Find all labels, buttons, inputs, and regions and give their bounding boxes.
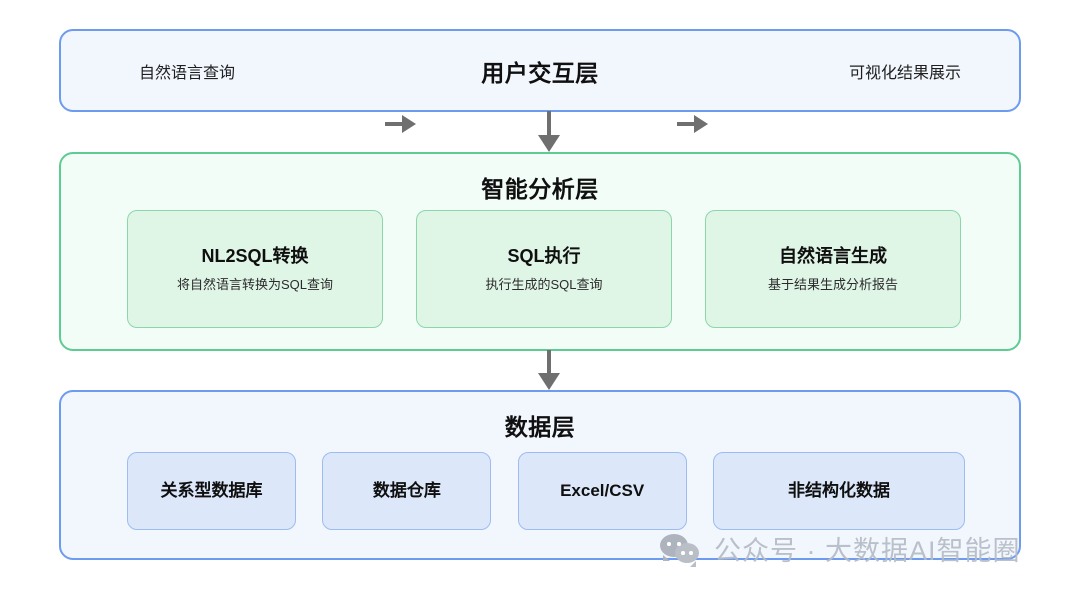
data-layer-title: 数据层 (504, 414, 576, 440)
arrow-sqlexec-to-nlgen (677, 115, 709, 133)
layer-user-interaction: 自然语言查询 用户交互层 可视化结果展示 (59, 29, 1021, 112)
analysis-card-row: NL2SQL转换 将自然语言转换为SQL查询 SQL执行 执行生成的SQL查询 … (127, 210, 961, 328)
arrow-head-right-icon (402, 115, 416, 133)
card-unstructured-data[interactable]: 非结构化数据 (712, 452, 965, 530)
card-title: 关系型数据库 (160, 480, 263, 500)
arrow-shaft (385, 122, 403, 126)
arrow-shaft (677, 122, 695, 126)
arrow-head-down-icon (538, 135, 560, 152)
layer-intelligent-analysis: 智能分析层 NL2SQL转换 将自然语言转换为SQL查询 SQL执行 执行生成的… (59, 152, 1021, 351)
card-subtitle: 执行生成的SQL查询 (485, 276, 603, 292)
arrow-shaft (547, 111, 551, 136)
user-layer-left-label: 自然语言查询 (139, 64, 236, 82)
card-title: 非结构化数据 (787, 480, 890, 500)
card-title: SQL执行 (507, 245, 581, 266)
arrow-nl2sql-to-sqlexec (385, 115, 417, 133)
card-sql-execution[interactable]: SQL执行 执行生成的SQL查询 (416, 210, 672, 328)
analysis-layer-title: 智能分析层 (481, 176, 599, 202)
card-title: 自然语言生成 (779, 245, 887, 266)
user-layer-content: 自然语言查询 用户交互层 可视化结果展示 (61, 31, 1019, 110)
card-subtitle: 基于结果生成分析报告 (767, 276, 898, 292)
user-layer-right-label: 可视化结果展示 (848, 64, 961, 82)
data-card-row: 关系型数据库 数据仓库 Excel/CSV 非结构化数据 (127, 452, 965, 530)
arrow-user-to-analysis (536, 111, 562, 153)
card-relational-database[interactable]: 关系型数据库 (127, 452, 296, 530)
card-title: Excel/CSV (560, 480, 645, 500)
card-natural-language-generation[interactable]: 自然语言生成 基于结果生成分析报告 (705, 210, 961, 328)
card-excel-csv[interactable]: Excel/CSV (517, 452, 687, 530)
arrow-head-right-icon (694, 115, 708, 133)
arrow-analysis-to-data (536, 350, 562, 391)
card-data-warehouse[interactable]: 数据仓库 (322, 452, 492, 530)
arrow-head-down-icon (538, 373, 560, 390)
arrow-shaft (547, 350, 551, 374)
card-title: 数据仓库 (372, 480, 441, 500)
user-layer-title: 用户交互层 (481, 59, 599, 86)
card-subtitle: 将自然语言转换为SQL查询 (176, 276, 333, 292)
card-nl2sql-conversion[interactable]: NL2SQL转换 将自然语言转换为SQL查询 (127, 210, 383, 328)
card-title: NL2SQL转换 (201, 245, 309, 266)
layer-data: 数据层 关系型数据库 数据仓库 Excel/CSV 非结构化数据 (59, 390, 1021, 560)
